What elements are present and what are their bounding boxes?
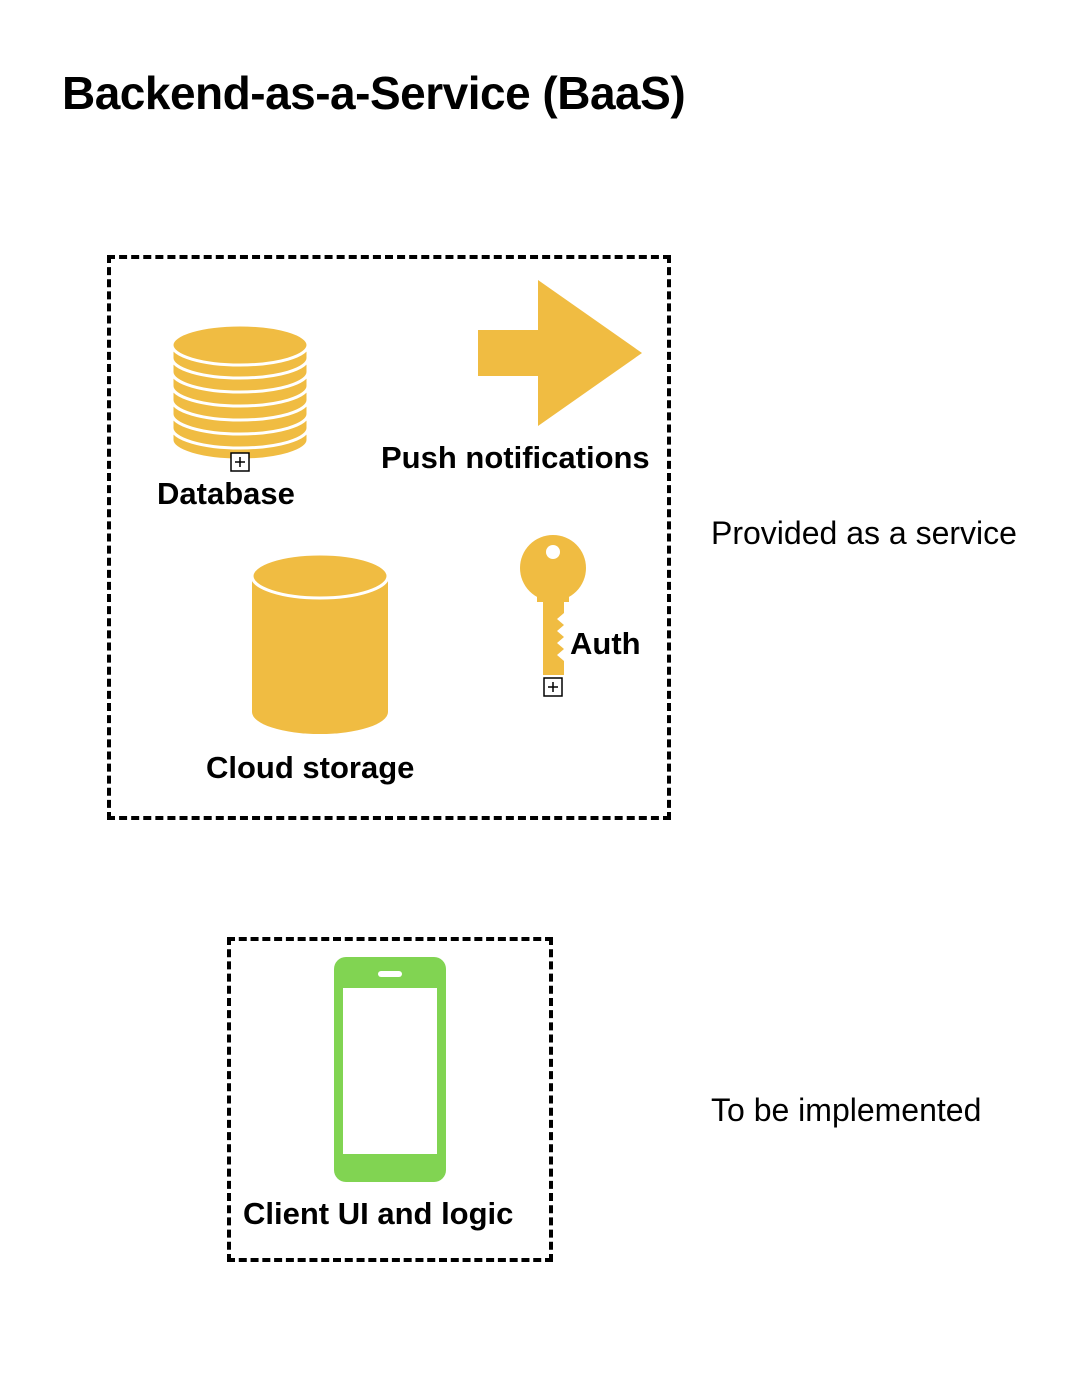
- push-notifications-label: Push notifications: [381, 440, 650, 475]
- expand-icon[interactable]: [543, 677, 563, 697]
- database-icon: [170, 323, 310, 462]
- cylinder-icon: [250, 552, 390, 734]
- cloud-storage-label: Cloud storage: [206, 750, 415, 785]
- provided-caption: Provided as a service: [711, 515, 1017, 551]
- auth-label: Auth: [570, 626, 641, 661]
- expand-icon[interactable]: [230, 452, 250, 472]
- client-ui-label: Client UI and logic: [243, 1196, 514, 1231]
- arrow-right-icon: [478, 280, 642, 426]
- diagram-title: Backend-as-a-Service (BaaS): [62, 67, 686, 119]
- database-label: Database: [157, 476, 295, 511]
- smartphone-icon: [334, 957, 446, 1182]
- client-group-box: [227, 937, 553, 1262]
- service-group-box: [107, 255, 671, 820]
- key-icon: [520, 535, 586, 675]
- implemented-caption: To be implemented: [711, 1092, 982, 1128]
